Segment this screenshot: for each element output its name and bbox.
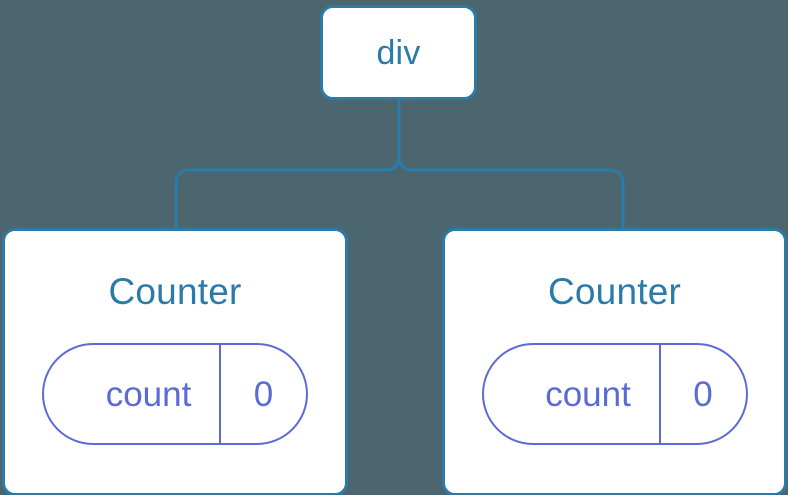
node-counter-right[interactable]: Counter count 0 [442, 228, 787, 495]
node-counter-left[interactable]: Counter count 0 [2, 228, 348, 495]
connector-to-right-child [397, 155, 625, 228]
state-value-left: 0 [253, 374, 274, 414]
state-pill-left[interactable]: count 0 [42, 343, 308, 445]
state-value-right: 0 [693, 374, 713, 414]
state-key-left: count [105, 374, 192, 414]
connector-to-left-child [174, 155, 401, 228]
node-div-label: div [376, 33, 421, 72]
state-pill-divider-left [219, 345, 221, 443]
state-pill-right[interactable]: count 0 [481, 343, 748, 445]
state-key-right: count [545, 374, 631, 414]
node-counter-right-label: Counter [547, 271, 682, 312]
node-div[interactable]: div [320, 5, 477, 100]
state-pill-divider-right [658, 345, 661, 443]
node-counter-left-label: Counter [108, 271, 242, 312]
